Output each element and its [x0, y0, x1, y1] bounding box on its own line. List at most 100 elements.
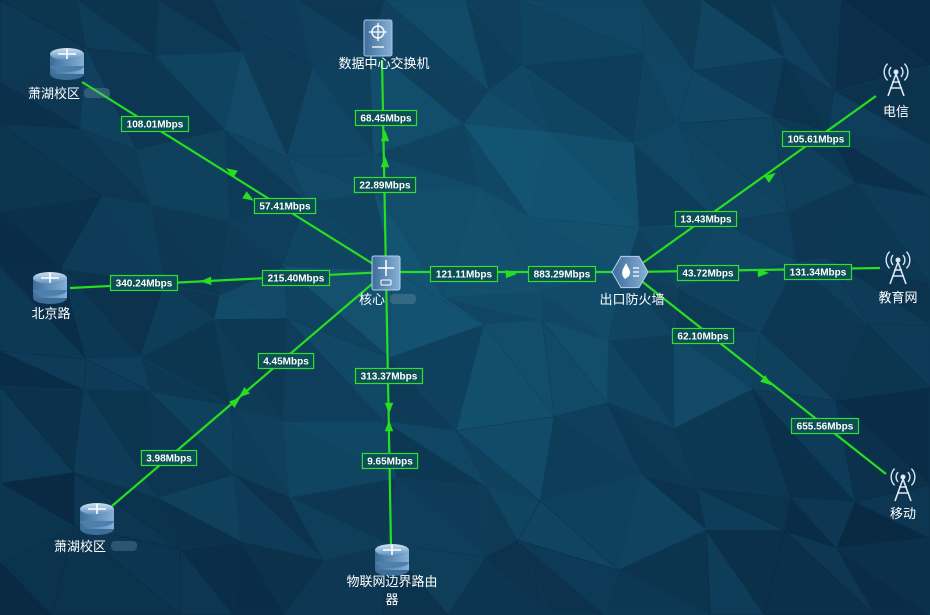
link-core-dc[interactable]: 22.89Mbps 68.45Mbps	[353, 59, 418, 273]
link-fw-jy[interactable]: 43.72Mbps 131.34Mbps	[629, 263, 881, 282]
rate-label: 121.11Mbps	[429, 265, 499, 283]
rate-label: 68.45Mbps	[354, 109, 418, 127]
link-line[interactable]	[111, 271, 387, 507]
node-label: 萧湖校区	[54, 539, 106, 555]
flow-arrow	[380, 156, 390, 168]
rate-label: 9.65Mbps	[361, 452, 419, 470]
rate-label: 340.24Mbps	[109, 274, 179, 292]
flow-arrow	[226, 168, 238, 178]
rate-label: 655.56Mbps	[790, 417, 860, 435]
node-fw[interactable]: 出口防火墙	[599, 255, 665, 308]
rate-text: 108.01Mbps	[127, 120, 184, 131]
node-label: 教育网	[878, 290, 917, 306]
flow-arrow	[764, 172, 776, 183]
redacted-text	[390, 294, 416, 304]
link-line[interactable]	[629, 95, 877, 273]
rate-label: 215.40Mbps	[261, 269, 331, 287]
rate-label: 57.41Mbps	[253, 197, 317, 215]
rate-text: 121.11Mbps	[436, 270, 493, 281]
rate-text: 883.29Mbps	[534, 270, 591, 281]
rate-label: 131.34Mbps	[783, 263, 853, 281]
antenna-icon[interactable]	[890, 468, 916, 502]
links-layer: 22.89Mbps 68.45Mbps 57.41Mbps 108.01Mbps 215…	[69, 59, 887, 548]
rate-label: 883.29Mbps	[527, 265, 597, 283]
node-label: 北京路	[31, 306, 70, 322]
node-dc[interactable]: 数据中心交换机	[338, 19, 430, 72]
node-label-wrap: 器	[385, 593, 398, 608]
node-label: 电信	[883, 105, 909, 120]
node-label: 核心	[359, 293, 385, 308]
link-core-bj[interactable]: 215.40Mbps 340.24Mbps	[69, 269, 387, 292]
rate-text: 105.61Mbps	[788, 135, 845, 146]
rate-label: 3.98Mbps	[140, 449, 198, 467]
link-line[interactable]	[629, 271, 887, 475]
node-xh1[interactable]: 萧湖校区	[28, 48, 110, 102]
redacted-text	[111, 541, 137, 551]
rate-label: 4.45Mbps	[257, 352, 315, 370]
rate-text: 655.56Mbps	[797, 422, 854, 433]
link-core-xh1[interactable]: 57.41Mbps 108.01Mbps	[81, 81, 387, 273]
node-label: 数据中心交换机	[338, 56, 429, 72]
rate-text: 57.41Mbps	[259, 202, 311, 213]
antenna-icon[interactable]	[885, 251, 911, 285]
rate-label: 108.01Mbps	[120, 115, 190, 133]
rate-text: 313.37Mbps	[361, 372, 418, 383]
node-bj[interactable]: 北京路	[31, 272, 71, 322]
flow-arrow	[242, 191, 254, 201]
router-icon[interactable]	[33, 272, 67, 304]
flow-arrow	[757, 268, 769, 278]
link-line[interactable]	[81, 81, 387, 273]
flow-arrow	[229, 397, 241, 408]
router-icon[interactable]	[50, 48, 84, 80]
rate-label: 105.61Mbps	[781, 130, 851, 148]
flow-arrow	[200, 276, 212, 285]
rate-label: 313.37Mbps	[354, 367, 424, 385]
switch-icon[interactable]	[363, 19, 393, 57]
rate-text: 4.45Mbps	[263, 357, 309, 368]
rate-label: 13.43Mbps	[674, 210, 738, 228]
link-core-xh2[interactable]: 4.45Mbps 3.98Mbps	[111, 271, 387, 507]
node-yd[interactable]: 移动	[890, 468, 916, 522]
rate-label: 43.72Mbps	[676, 264, 740, 282]
node-dx[interactable]: 电信	[883, 63, 909, 120]
link-fw-dx[interactable]: 13.43Mbps 105.61Mbps	[629, 95, 877, 273]
flow-arrow	[760, 375, 772, 386]
firewall-icon[interactable]	[611, 255, 649, 289]
rate-label: 22.89Mbps	[353, 176, 417, 194]
rate-text: 13.43Mbps	[680, 215, 732, 226]
node-core[interactable]: 核心	[359, 255, 416, 308]
router-icon[interactable]	[80, 503, 114, 535]
redacted-text	[84, 88, 110, 98]
core-switch-icon[interactable]	[371, 255, 401, 291]
rate-text: 131.34Mbps	[790, 268, 847, 279]
link-core-fw[interactable]: 121.11Mbps 883.29Mbps	[386, 265, 630, 283]
node-label: 物联网边界路由	[346, 574, 437, 590]
rate-text: 43.72Mbps	[682, 269, 734, 280]
rate-text: 68.45Mbps	[360, 114, 412, 125]
node-label: 萧湖校区	[28, 86, 80, 102]
rate-text: 215.40Mbps	[268, 274, 325, 285]
node-xh2[interactable]: 萧湖校区	[54, 503, 137, 555]
link-fw-yd[interactable]: 62.10Mbps 655.56Mbps	[629, 271, 887, 475]
rate-text: 9.65Mbps	[367, 457, 413, 468]
flow-arrow	[380, 130, 390, 142]
flow-arrow	[505, 269, 517, 279]
flow-arrow	[384, 402, 394, 414]
flow-arrow	[238, 387, 250, 398]
antenna-icon[interactable]	[883, 63, 909, 97]
rate-label: 62.10Mbps	[671, 327, 735, 345]
node-label: 移动	[890, 507, 916, 522]
node-label: 出口防火墙	[599, 292, 664, 308]
rate-text: 3.98Mbps	[146, 454, 192, 465]
router-icon[interactable]	[375, 544, 409, 576]
node-jy[interactable]: 教育网	[878, 251, 918, 306]
link-core-iot[interactable]: 313.37Mbps 9.65Mbps	[354, 271, 424, 548]
rate-text: 340.24Mbps	[116, 279, 173, 290]
flow-arrow	[384, 420, 394, 432]
rate-text: 22.89Mbps	[359, 181, 411, 192]
